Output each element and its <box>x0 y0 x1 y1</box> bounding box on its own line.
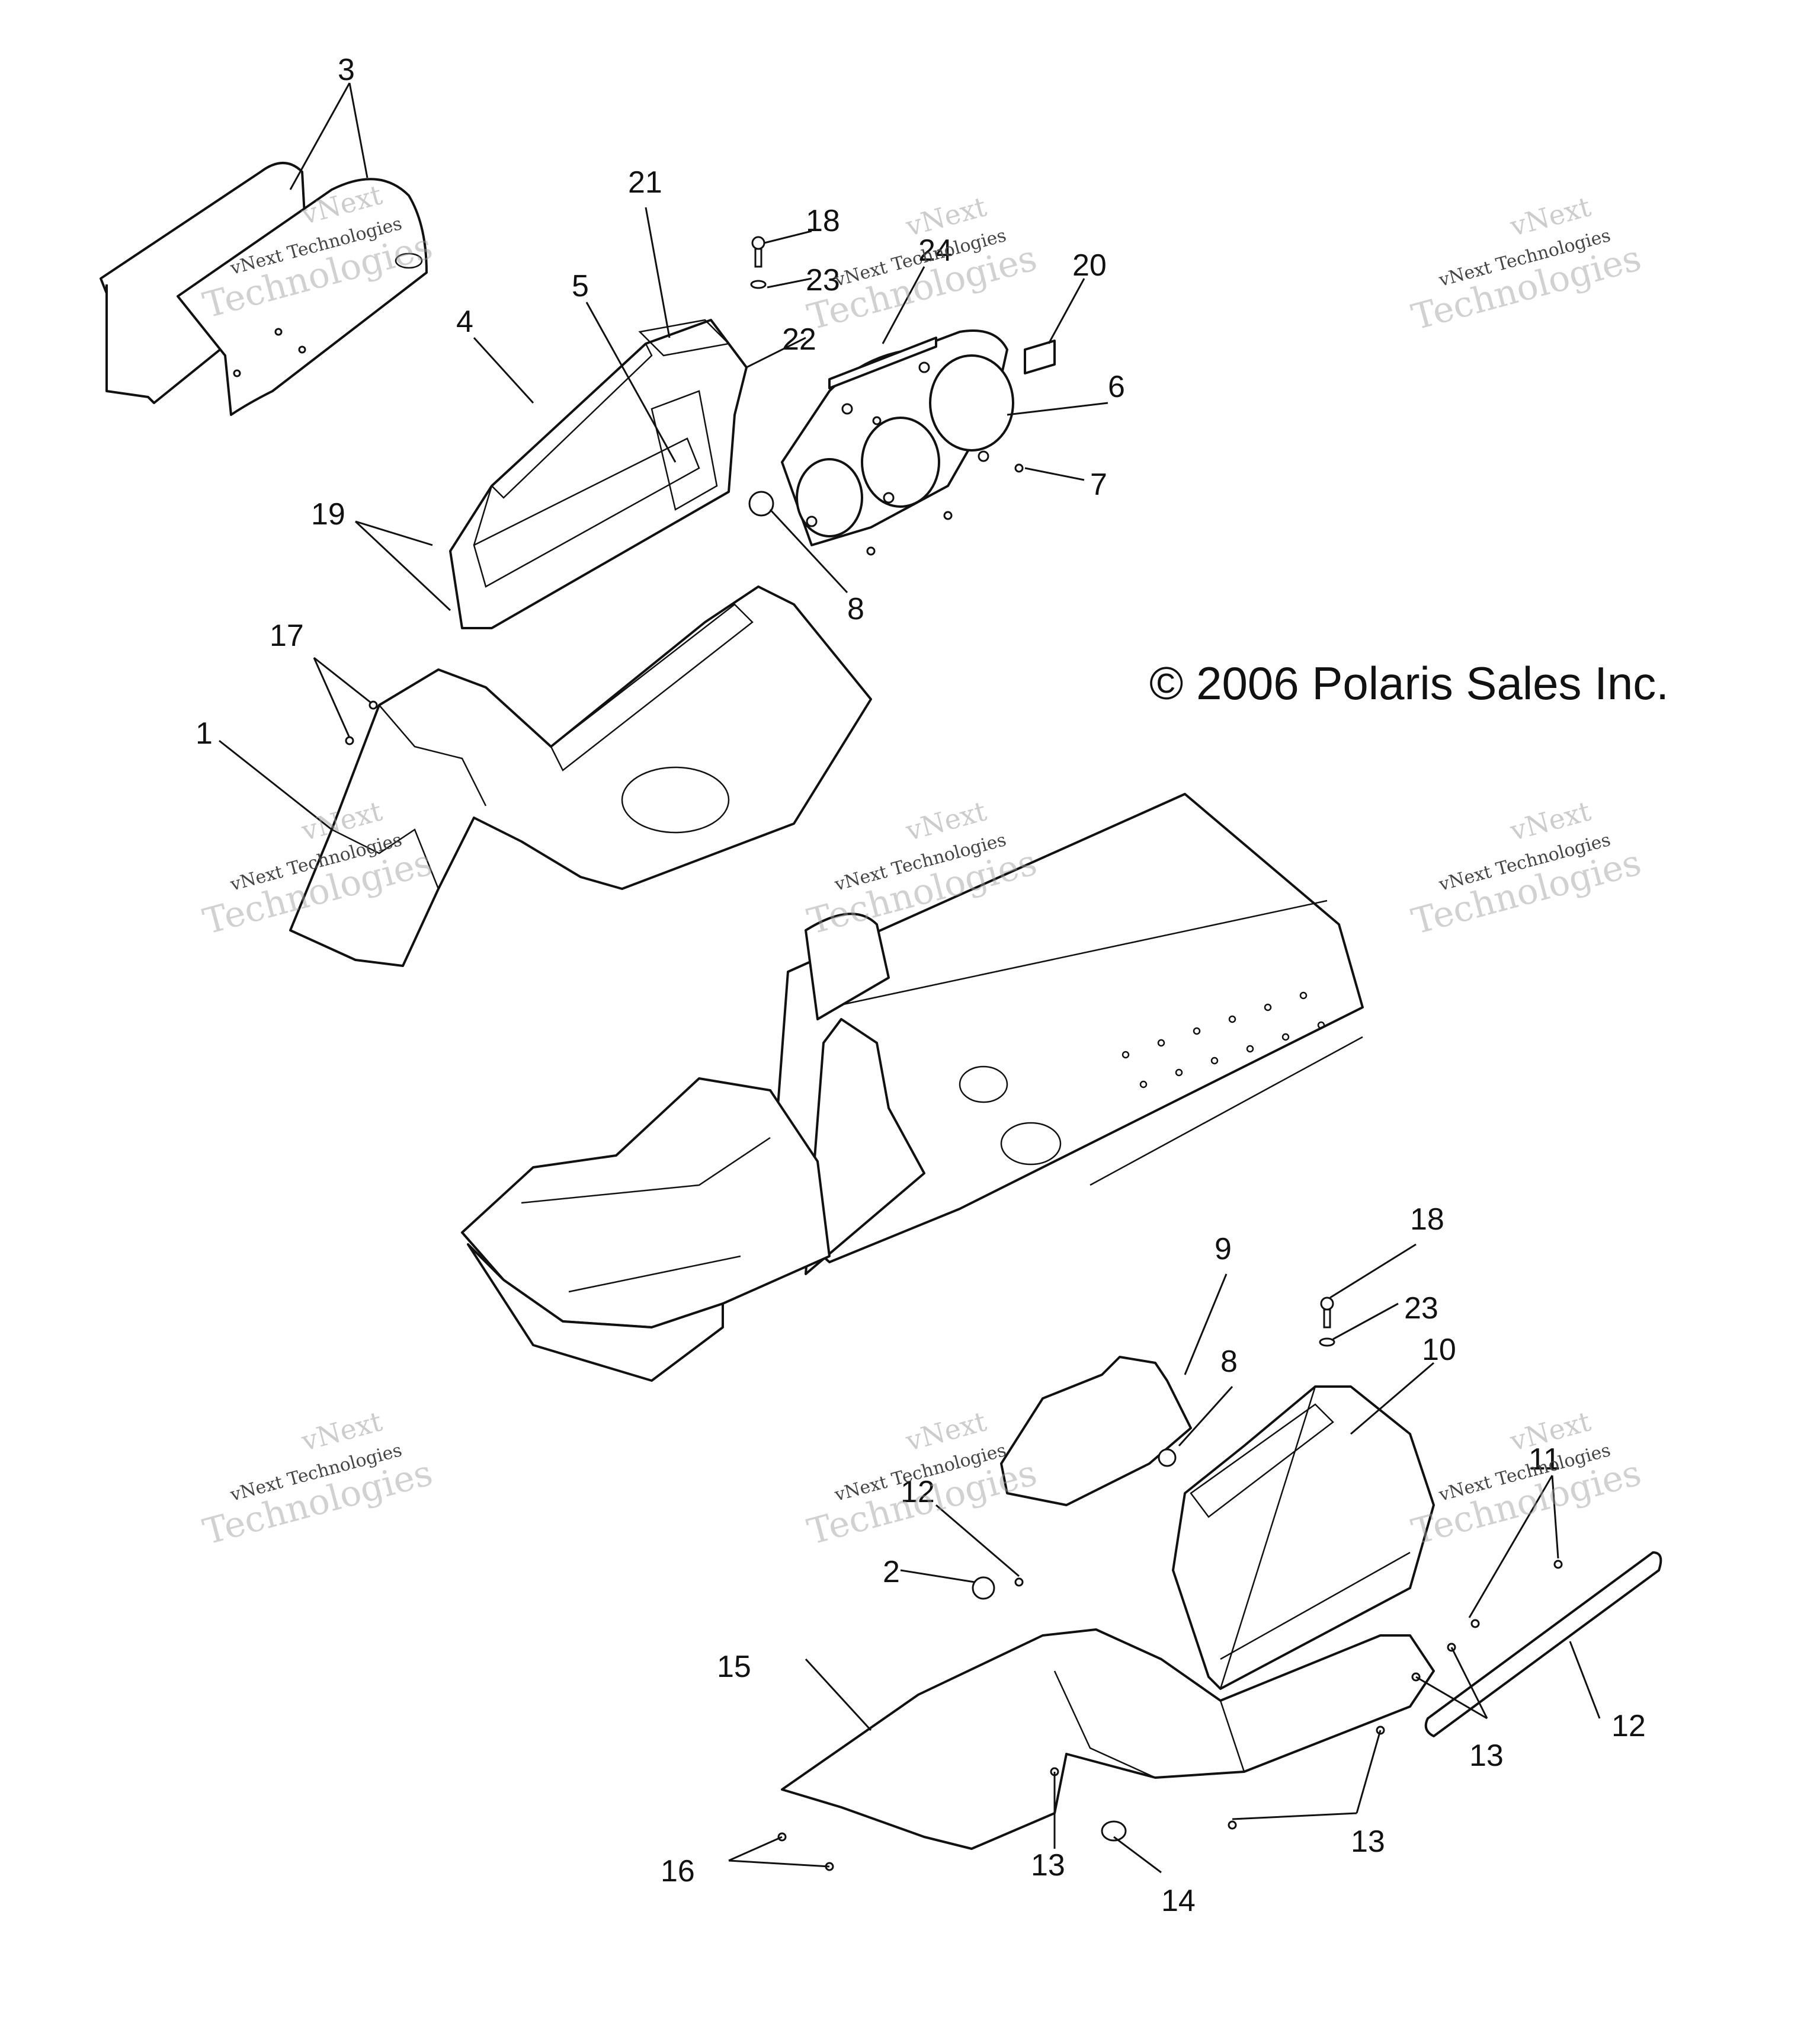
callout-17: 17 <box>270 619 304 653</box>
callout-13-right: 13 <box>1469 1739 1504 1773</box>
chassis-tunnel <box>461 793 1364 1382</box>
callout-9: 9 <box>1215 1232 1232 1266</box>
callout-3: 3 <box>338 53 355 87</box>
watermark: vNext vNext Technologies Technologies <box>1408 795 1646 943</box>
part-4-5-dash-housing <box>449 319 748 629</box>
callout-20: 20 <box>1072 248 1107 283</box>
part-3-panels <box>100 162 428 416</box>
callout-labels: 3 4 5 21 22 18 23 24 20 6 7 8 19 17 1 18… <box>196 53 1646 1918</box>
part-12-bar <box>1424 1551 1662 1737</box>
callout-19: 19 <box>311 497 345 532</box>
callout-18-lower: 18 <box>1410 1202 1444 1237</box>
part-15-lower-cowl <box>781 1628 1435 1850</box>
part-10-lower-housing <box>1172 1385 1435 1690</box>
callout-15: 15 <box>717 1650 751 1684</box>
part-8-grommet-upper <box>748 491 774 517</box>
watermark: vNext vNext Technologies Technologies <box>199 1405 437 1553</box>
part-1-cowl <box>289 585 872 967</box>
callout-24: 24 <box>918 233 953 268</box>
watermark: vNext vNext Technologies Technologies <box>1408 190 1646 338</box>
callout-12-bar: 12 <box>1611 1709 1646 1743</box>
part-8-grommet-lower <box>1158 1448 1177 1467</box>
part-24-decal <box>828 337 937 389</box>
callout-11: 11 <box>1529 1442 1561 1477</box>
hardware-fasteners <box>345 236 1563 1871</box>
part-9-panel <box>1000 1356 1192 1506</box>
callout-12-lower: 12 <box>901 1475 935 1509</box>
callout-21: 21 <box>628 165 662 200</box>
callout-23-lower: 23 <box>1404 1291 1438 1326</box>
copyright-notice: © 2006 Polaris Sales Inc. <box>1149 657 1669 709</box>
callout-10: 10 <box>1422 1333 1456 1367</box>
callout-6: 6 <box>1108 370 1125 404</box>
callout-16: 16 <box>661 1854 695 1888</box>
callout-7: 7 <box>1090 468 1107 502</box>
callout-4: 4 <box>456 305 473 339</box>
leader-lines <box>219 82 1601 1874</box>
callout-23-upper: 23 <box>806 263 840 297</box>
callout-8-upper: 8 <box>847 592 864 626</box>
watermark: vNext vNext Technologies Technologies <box>803 1405 1042 1553</box>
callout-2: 2 <box>883 1555 900 1589</box>
callout-14: 14 <box>1161 1884 1196 1918</box>
callout-13-left: 13 <box>1031 1848 1065 1883</box>
callout-22: 22 <box>782 322 816 357</box>
part-2-knob <box>972 1576 995 1600</box>
callout-5: 5 <box>572 269 589 303</box>
watermark: vNext vNext Technologies Technologies <box>1408 1405 1646 1553</box>
callout-8-lower: 8 <box>1220 1344 1238 1379</box>
callout-18-upper: 18 <box>806 204 840 238</box>
callout-13-bottom: 13 <box>1351 1824 1385 1859</box>
callout-1: 1 <box>196 716 213 751</box>
part-14-plug <box>1101 1820 1127 1842</box>
part-20-decal <box>1024 340 1056 374</box>
